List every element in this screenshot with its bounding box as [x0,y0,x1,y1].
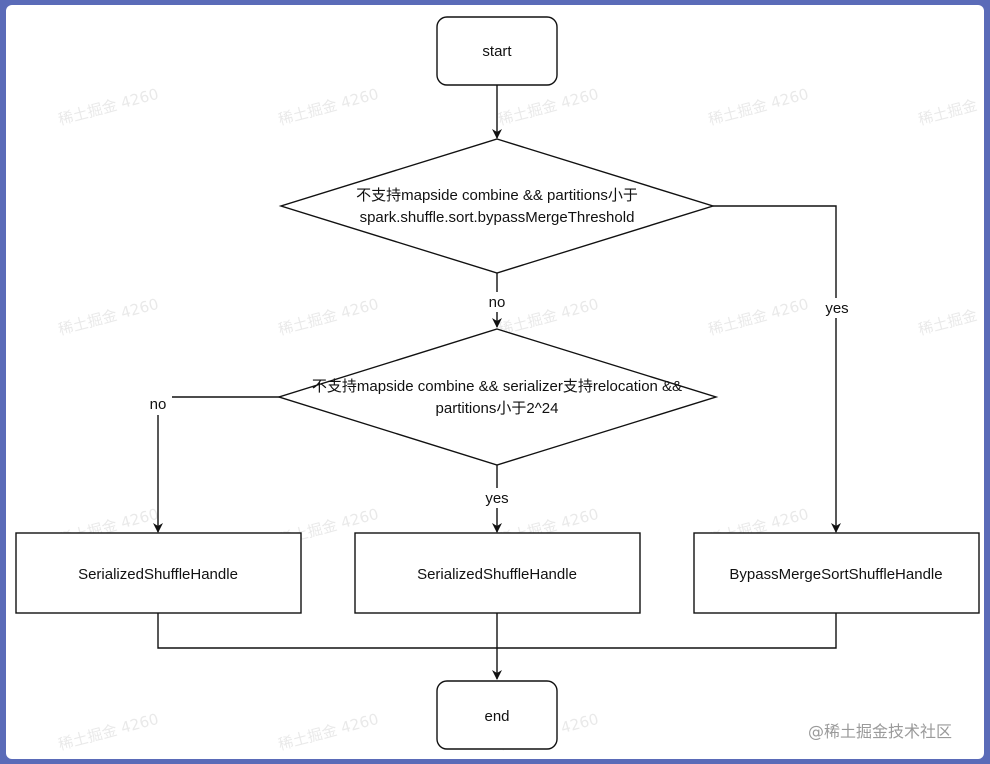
node-decision2-line1: 不支持mapside combine && serializer支持reloca… [312,378,682,395]
node-handle-middle-label: SerializedShuffleHandle [417,566,577,583]
node-start: start [436,16,558,86]
node-decision2: 不支持mapside combine && serializer支持reloca… [276,328,719,466]
label-decision2-no: no [150,396,167,413]
node-handle-middle: SerializedShuffleHandle [354,532,641,614]
label-decision1-yes: yes [825,300,848,317]
flowchart: 稀土掘金 4260 稀土掘金 4260 稀土掘金 4260 稀土掘金 4260 … [15,16,980,757]
node-handle-left-label: SerializedShuffleHandle [78,566,238,583]
label-decision2-yes: yes [485,490,508,507]
brand-watermark-text: @稀土掘金技术社区 [808,722,952,741]
edge-decision2-no [153,396,281,533]
edge-labels: no yes no yes [144,292,855,508]
node-decision2-line2: partitions小于2^24 [436,400,559,417]
svg-text:稀土掘金 4260: 稀土掘金 4260 [276,295,380,339]
node-handle-right: BypassMergeSortShuffleHandle [693,532,980,614]
node-decision1: 不支持mapside combine && partitions小于 spark… [278,138,716,274]
svg-text:稀土掘金: 稀土掘金 [916,96,979,129]
node-end-label: end [484,708,509,725]
node-decision1-line2: spark.shuffle.sort.bypassMergeThreshold [360,209,635,226]
svg-text:稀土掘金 4260: 稀土掘金 4260 [56,710,160,754]
brand-watermark-overlay: @稀土掘金技术社区 [825,738,969,757]
node-end: end [436,680,558,750]
svg-text:稀土掘金 4260: 稀土掘金 4260 [706,85,810,129]
brand-watermark: @稀土掘金技术社区 @稀土掘金技术社区 [808,722,969,757]
svg-text:稀土掘金 4260: 稀土掘金 4260 [496,295,600,339]
svg-text:稀土掘金: 稀土掘金 [916,306,979,339]
edge-decision1-yes [713,205,841,533]
node-start-label: start [482,43,512,60]
svg-text:稀土掘金 4260: 稀土掘金 4260 [706,295,810,339]
node-handle-left: SerializedShuffleHandle [15,532,302,614]
edge-right-merge [497,613,837,649]
label-decision1-no: no [489,294,506,311]
svg-text:稀土掘金 4260: 稀土掘金 4260 [496,85,600,129]
svg-text:稀土掘金 4260: 稀土掘金 4260 [56,85,160,129]
node-decision1-line1: 不支持mapside combine && partitions小于 [356,187,638,204]
svg-text:稀土掘金 4260: 稀土掘金 4260 [56,295,160,339]
diagram-canvas: 稀土掘金 4260 稀土掘金 4260 稀土掘金 4260 稀土掘金 4260 … [6,5,984,759]
edge-left-merge [157,613,497,649]
svg-text:稀土掘金 4260: 稀土掘金 4260 [276,85,380,129]
node-handle-right-label: BypassMergeSortShuffleHandle [729,566,942,583]
svg-text:稀土掘金 4260: 稀土掘金 4260 [276,710,380,754]
